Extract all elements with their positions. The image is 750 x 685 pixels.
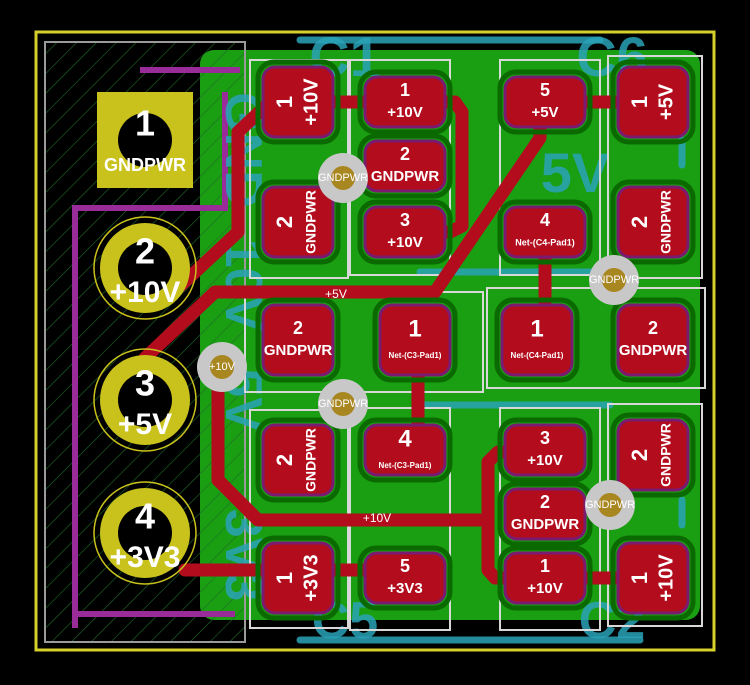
pin-number: 2	[135, 231, 155, 272]
pad-net-label: GNDPWR	[511, 516, 579, 533]
pad-net-label: +3V3	[300, 554, 322, 601]
pad-net-label: GNDPWR	[658, 190, 674, 254]
pad-number: 1	[627, 96, 652, 108]
via-net-label: GNDPWR	[318, 398, 368, 410]
pad-number: 2	[272, 216, 297, 228]
pad-number: 1	[540, 556, 550, 576]
via-net-label: +10V	[209, 361, 236, 373]
pad-number: 1	[408, 315, 421, 342]
pad-number: 3	[540, 428, 550, 448]
pad-net-label: GNDPWR	[303, 428, 319, 492]
via-net-label: GNDPWR	[585, 499, 635, 511]
smd-pad: 5+5V	[497, 69, 593, 135]
pad-net-label: GNDPWR	[303, 190, 319, 254]
smd-pad: 2 GNDPWR	[610, 179, 696, 265]
pad-number: 2	[272, 454, 297, 466]
smd-pad: 1+3V3	[255, 535, 341, 621]
via: GNDPWR	[589, 255, 639, 305]
pad-net-label: Net-(C4-Pad1)	[515, 237, 575, 247]
pin-number: 3	[135, 363, 155, 404]
connector-pin: 4 +3V3	[93, 481, 197, 585]
smd-pad: 1+10V	[255, 59, 341, 145]
smd-pad: 5 +3V3	[357, 545, 453, 611]
smd-pad: 3 +10V	[357, 199, 453, 265]
pad-number: 2	[627, 216, 652, 228]
pin-number: 1	[135, 103, 155, 144]
pad-net-label: +10V	[527, 452, 562, 469]
pad-number: 1	[272, 96, 297, 108]
pad-number: 1	[400, 80, 410, 100]
via: GNDPWR	[318, 153, 368, 203]
smd-pad: 2 GNDPWR	[255, 417, 341, 503]
pad-number: 1	[627, 572, 652, 584]
smd-pad: 2 GNDPWR	[255, 179, 341, 265]
pad-number: 4	[540, 210, 550, 230]
pad-net-label: +5V	[531, 104, 558, 121]
pin-net-label: +5V	[118, 408, 172, 441]
pad-number: 5	[540, 80, 550, 100]
pad-net-label: +3V3	[387, 580, 422, 597]
via: +10V	[197, 342, 247, 392]
via-net-label: GNDPWR	[589, 274, 639, 286]
board-edge	[34, 30, 716, 652]
pin-number: 4	[135, 496, 155, 537]
pin-net-label: +3V3	[110, 541, 181, 574]
pad-net-label: +5V	[655, 83, 677, 120]
pad-number: 2	[293, 318, 303, 338]
via-net-label: GNDPWR	[318, 172, 368, 184]
pin-net-label: +10V	[110, 276, 181, 309]
pad-net-label: Net-(C3-Pad1)	[379, 461, 432, 470]
pad-net-label: +10V	[387, 234, 422, 251]
connector-pin: 2 +10V	[93, 216, 197, 320]
pad-number: 2	[400, 144, 410, 164]
trace-net-label: +10V	[363, 511, 391, 525]
pad-net-label: GNDPWR	[619, 342, 687, 359]
pad-net-label: +10V	[655, 554, 677, 602]
smd-pad: 1 +10V	[357, 69, 453, 135]
pad-net-label: GNDPWR	[658, 423, 674, 487]
pad-number: 1	[272, 572, 297, 584]
pad-number: 2	[540, 492, 550, 512]
smd-pad: 1 +10V	[497, 545, 593, 611]
smd-pad: 2 GNDPWR	[610, 412, 696, 498]
silk-label: 5V	[541, 141, 610, 204]
pad-number: 4	[398, 425, 412, 452]
pad-number: 2	[648, 318, 658, 338]
pad-net-label: GNDPWR	[371, 168, 439, 185]
pad-number: 5	[400, 556, 410, 576]
pad-net-label: Net-(C4-Pad1)	[511, 351, 564, 360]
via: GNDPWR	[585, 480, 635, 530]
smd-pad: 1+5V	[610, 59, 696, 145]
trace-net-label: +5V	[325, 287, 347, 301]
pin-net-label: GNDPWR	[104, 155, 186, 175]
pad-number: 1	[530, 315, 543, 342]
pad-net-label: GNDPWR	[264, 342, 332, 359]
connector-pin: 3+5V	[93, 348, 197, 452]
via: GNDPWR	[318, 379, 368, 429]
smd-pad: 3 +10V	[497, 417, 593, 483]
pad-net-label: +10V	[527, 580, 562, 597]
pad-net-label: +10V	[387, 104, 422, 121]
pad-net-label: +10V	[300, 78, 322, 126]
pad-number: 3	[400, 210, 410, 230]
pad-number: 2	[627, 449, 652, 461]
pad-net-label: Net-(C3-Pad1)	[389, 351, 442, 360]
smd-pad: 1+10V	[610, 535, 696, 621]
